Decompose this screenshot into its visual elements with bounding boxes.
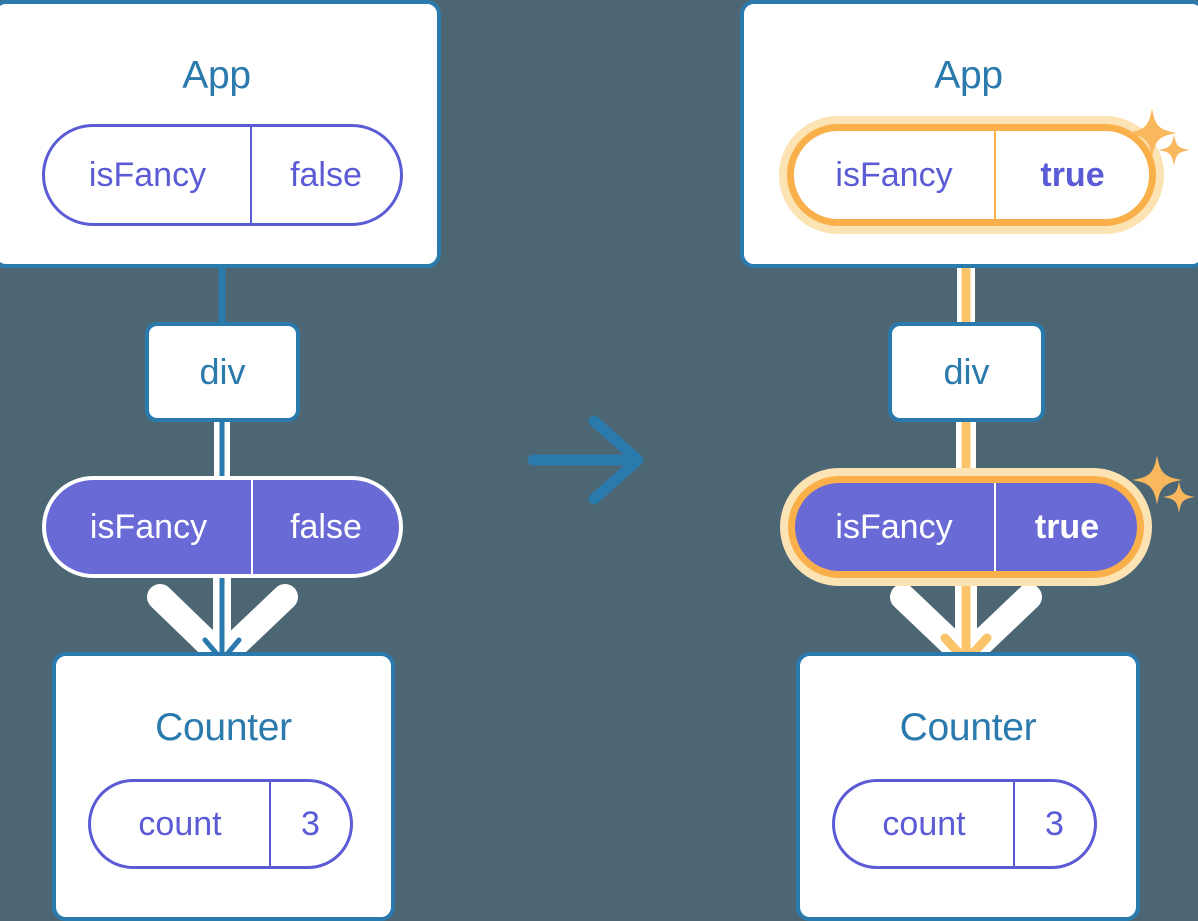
right-arrow-icon <box>527 415 644 505</box>
pill-value: 3 <box>301 805 320 843</box>
counter-state-pill-after[interactable]: count 3 <box>832 779 1097 869</box>
prop-pill-before[interactable]: isFancy false <box>42 476 403 578</box>
pill-name: isFancy <box>835 156 953 194</box>
app-title-before: App <box>182 54 251 97</box>
pill-name: isFancy <box>89 508 208 546</box>
prop-pill-after[interactable]: isFancy true <box>794 482 1138 572</box>
counter-state-pill-before[interactable]: count 3 <box>88 779 353 869</box>
div-node-label: div <box>943 351 990 392</box>
app-state-pill-after[interactable]: isFancy true <box>794 131 1149 219</box>
sparkle-large-icon-prop <box>1132 455 1182 505</box>
pill-divider <box>1013 782 1015 866</box>
div-node-label: div <box>199 351 246 392</box>
pill-name: count <box>882 805 966 843</box>
sparkle-small-icon-app <box>1158 134 1190 166</box>
app-state-pill-before[interactable]: isFancy false <box>42 124 403 226</box>
pill-divider <box>994 482 996 572</box>
pill-divider <box>269 782 271 866</box>
pill-divider <box>994 131 996 219</box>
pill-value: false <box>290 508 362 546</box>
pill-value: true <box>1034 508 1100 546</box>
pill-value: true <box>1040 156 1105 194</box>
counter-title-after: Counter <box>899 706 1037 749</box>
div-node-after[interactable]: div <box>888 322 1045 422</box>
pill-name: isFancy <box>835 508 953 546</box>
div-node-before[interactable]: div <box>145 322 300 422</box>
app-title-after: App <box>934 54 1003 97</box>
sparkle-small-icon-prop <box>1163 481 1195 513</box>
pill-name: isFancy <box>88 156 207 194</box>
pill-value: 3 <box>1045 805 1064 843</box>
pill-name: count <box>138 805 222 843</box>
pill-divider <box>251 480 253 574</box>
pill-value: false <box>290 156 362 194</box>
counter-title-before: Counter <box>155 706 292 749</box>
pill-divider <box>250 127 252 223</box>
